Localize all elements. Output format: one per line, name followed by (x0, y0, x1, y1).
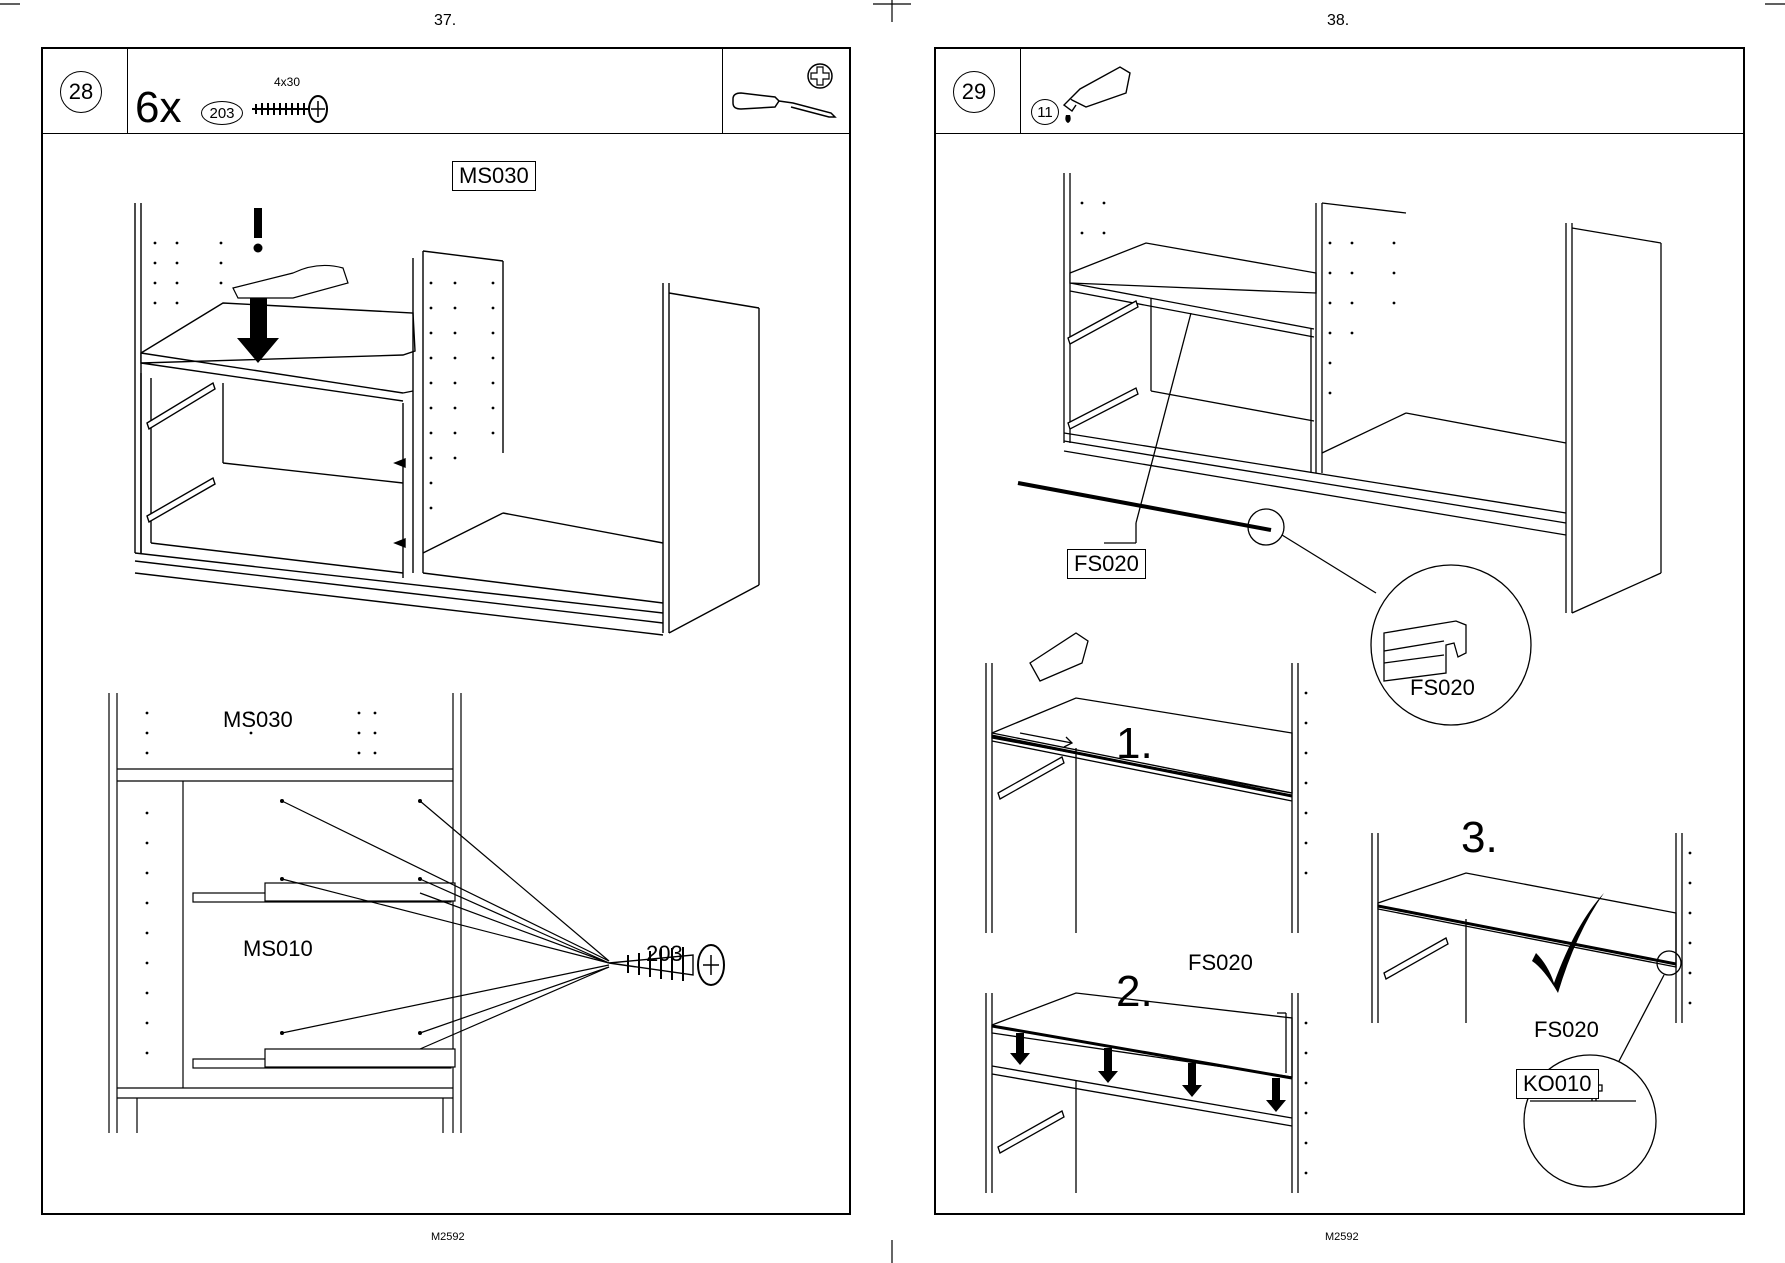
phillips-head-icon (807, 63, 833, 89)
step-1-label: 1. (1116, 719, 1153, 768)
step-28-panel: 28 6x 203 4x30 (41, 47, 851, 1215)
step-29-panel: 29 11 (934, 47, 1745, 1215)
step-number-cell: 29 (936, 49, 1021, 133)
page-number-right: 38. (1327, 12, 1350, 29)
hand-icon (232, 264, 349, 299)
label-fs020-step2: FS020 (1188, 950, 1253, 975)
step-number: 29 (953, 71, 995, 113)
footer-code-left: M2592 (431, 1231, 465, 1243)
glue-tube-icon (1062, 66, 1131, 123)
exclamation-icon (254, 208, 262, 238)
label-ms030: MS030 (452, 161, 536, 191)
label-ms030-detail: MS030 (223, 707, 293, 732)
step-2-label: 2. (1116, 967, 1153, 1016)
label-fs020-main: FS020 (1067, 549, 1146, 579)
step-29-header: 29 11 (936, 49, 1743, 134)
shelf-strip-drawing (985, 173, 1692, 1193)
label-ms010: MS010 (243, 936, 313, 961)
label-ko010: KO010 (1516, 1069, 1599, 1099)
step-number-cell: 28 (43, 49, 128, 133)
footer-code-right: M2592 (1325, 1231, 1359, 1243)
step-number: 28 (60, 71, 102, 113)
quantity-label: 6x (135, 83, 182, 132)
checkmark-icon (1532, 893, 1604, 993)
label-fs020-magnifier: FS020 (1410, 675, 1475, 700)
screw-203-icon (608, 944, 725, 986)
label-screw-203: 203 (646, 941, 683, 966)
screwdriver-icon (732, 92, 837, 118)
step-28-header: 28 6x 203 4x30 (43, 49, 849, 134)
tool-cell (722, 49, 849, 133)
glue-tube-icon-step1 (1029, 632, 1089, 682)
part-number-badge: 203 (201, 101, 243, 125)
step-3-label: 3. (1461, 813, 1498, 862)
wardrobe-shelf-drawing (108, 203, 760, 1133)
down-arrow-icon (237, 298, 279, 363)
part-number-badge: 11 (1031, 99, 1059, 125)
screw-size-label: 4x30 (274, 75, 301, 89)
screw-icon (252, 95, 328, 123)
page-number-left: 37. (434, 12, 457, 29)
label-fs020-detail: FS020 (1534, 1017, 1599, 1042)
